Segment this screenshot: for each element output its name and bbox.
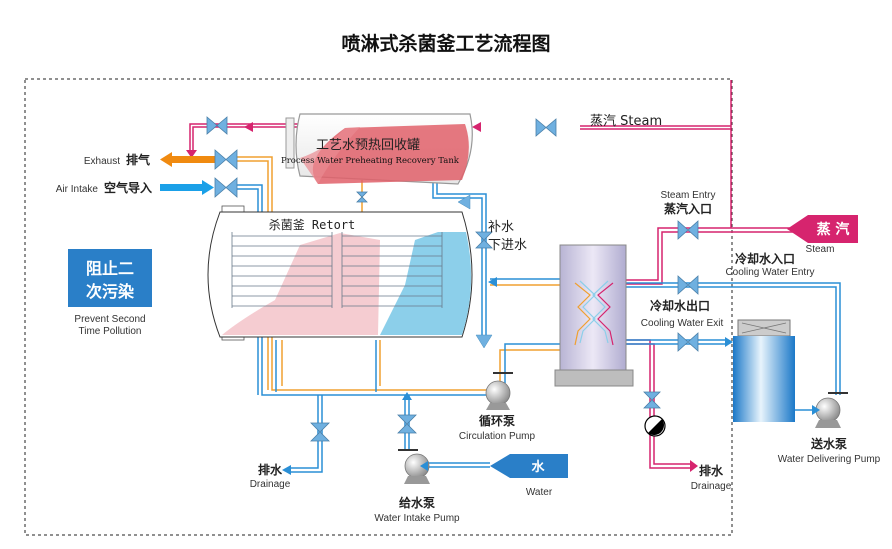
cooling-exit-cn: 冷却水出口 (650, 298, 710, 313)
drainage-left-arrow (282, 465, 291, 475)
valve-water-intake (397, 414, 417, 434)
recovery-tank-label-cn: 工艺水预热回收罐 (316, 138, 420, 153)
prevent-pollution-badge: 阻止二 次污染 (68, 249, 152, 307)
valve-exhaust (214, 149, 238, 170)
steam-badge-en: Steam (806, 244, 835, 255)
recovery-tank-label-en: Process Water Preheating Recovery Tank (281, 156, 460, 166)
water-badge: 水 (490, 454, 568, 478)
makeup-water-arrow (457, 194, 471, 210)
makeup-water-label-1: 补水 (488, 220, 514, 235)
retort-label: 杀菌釜 Retort (269, 217, 356, 232)
steam-entry-en: Steam Entry (660, 190, 715, 201)
cooling-exit-en: Cooling Water Exit (641, 318, 724, 329)
check-valve (644, 415, 666, 437)
valve-steam-top (535, 118, 557, 137)
cooling-entry-cn: 冷却水入口 (735, 251, 795, 266)
circulation-pump-en: Circulation Pump (459, 431, 536, 442)
steam-flow-arrow (244, 122, 253, 132)
valve-drainage-left (310, 422, 330, 442)
circulation-pump-cn: 循环泵 (479, 413, 515, 428)
delivering-arrow (812, 405, 820, 415)
exhaust-pipe (170, 156, 215, 163)
valve-air-intake (214, 177, 238, 198)
diagram-title: 喷淋式杀菌釜工艺流程图 (341, 32, 550, 55)
retort-trays (231, 232, 443, 308)
prevent-badge-line2: 次污染 (86, 282, 135, 301)
valve-steam-entry (677, 220, 699, 240)
delivering-pump-cn: 送水泵 (810, 436, 847, 451)
valve-makeup-water (475, 231, 493, 249)
water-intake-up-arrow (402, 392, 412, 400)
valve-tank-drain (356, 191, 368, 203)
delivering-pump-en: Water Delivering Pump (778, 454, 881, 465)
makeup-water-down-arrow (475, 334, 493, 349)
makeup-water-label-2: 下进水 (488, 238, 527, 253)
water-intake-pump[interactable] (398, 449, 430, 484)
cooling-entry-en: Cooling Water Entry (725, 267, 814, 278)
drainage-left-en: Drainage (250, 479, 291, 490)
retort-vessel: 杀菌釜 Retort (207, 205, 473, 341)
heat-exchanger (554, 244, 634, 387)
prevent-badge-line1: 阻止二 (86, 259, 134, 278)
cooling-exit-arrow (725, 337, 733, 347)
exhaust-label-cn: 排气 (126, 152, 150, 167)
water-intake-pump-en: Water Intake Pump (374, 513, 460, 524)
steam-badge: 蒸 汽 (787, 215, 858, 243)
water-delivering-pump[interactable] (815, 392, 848, 428)
water-badge-en: Water (526, 487, 553, 498)
air-intake-label-en: Air Intake (56, 184, 99, 195)
drainage-right-cn: 排水 (699, 463, 724, 478)
prevent-en-line2: Time Pollution (79, 326, 142, 337)
valve-steam-exhaust (206, 116, 228, 135)
steam-inlet-arrow (472, 122, 481, 132)
valve-cooling-entry (677, 275, 699, 295)
valves[interactable] (206, 116, 699, 442)
air-intake-label-cn: 空气导入 (104, 180, 152, 195)
exhaust-arrow (160, 152, 172, 167)
air-intake-arrow (202, 180, 214, 195)
drainage-right-en: Drainage (691, 481, 732, 492)
valve-drainage-right (643, 391, 661, 409)
water-intake-arrow (420, 461, 428, 471)
water-badge-text: 水 (531, 459, 545, 475)
prevent-en-line1: Prevent Second (74, 314, 145, 325)
exhaust-label-en: Exhaust (84, 156, 120, 167)
steam-down-arrow (186, 150, 197, 158)
cooling-tower (733, 319, 795, 422)
steam-top-label: 蒸汽 Steam (590, 114, 662, 129)
steam-entry-cn: 蒸汽入口 (664, 201, 712, 216)
return-flow-arrow (488, 277, 497, 287)
drainage-left-cn: 排水 (258, 462, 283, 477)
recovery-tank: 工艺水预热回收罐 Process Water Preheating Recove… (281, 113, 473, 185)
circulation-pump[interactable] (485, 372, 513, 410)
drainage-right-arrow (690, 460, 698, 472)
steam-badge-text: 蒸 汽 (817, 221, 850, 238)
air-intake-pipe (160, 184, 205, 191)
water-intake-pump-cn: 给水泵 (399, 495, 435, 510)
valve-cooling-exit (677, 332, 699, 352)
